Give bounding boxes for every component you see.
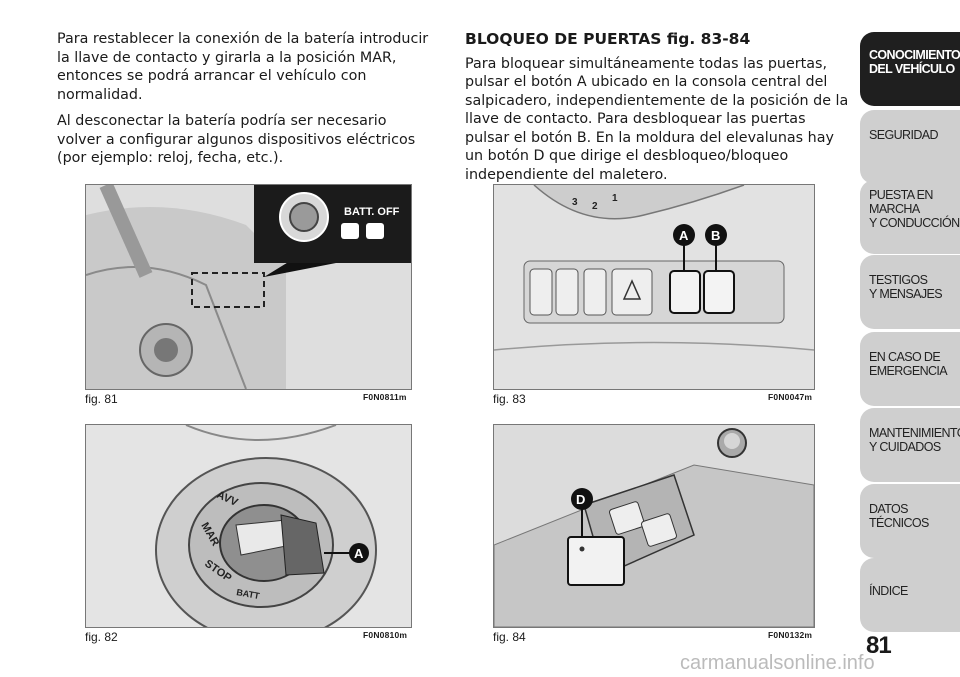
door-lock-heading: BLOQUEO DE PUERTAS fig. 83-84	[465, 30, 751, 48]
figure-81-image: BATT. OFF	[85, 184, 412, 390]
figure-84-code: F0N0132m	[768, 630, 813, 640]
right-text-column: BLOQUEO DE PUERTAS fig. 83-84 Para bloqu…	[465, 30, 850, 192]
figure-84-callout-d: D	[576, 492, 585, 507]
battery-disconnect-paragraph: Al desconectar la batería podría ser nec…	[57, 113, 416, 166]
tab-conocimiento-del-vehiculo[interactable]: CONOCIMIENTO DEL VEHÍCULO	[860, 32, 960, 106]
tab-seguridad[interactable]: SEGURIDAD	[860, 110, 960, 184]
page-number: 81	[866, 632, 892, 659]
figure-83-callout-a: A	[679, 228, 689, 243]
figure-82-code: F0N0810m	[363, 630, 408, 640]
door-lock-paragraph: Para bloquear simultáneamente todas las …	[465, 55, 849, 183]
tab-mantenimiento-y-cuidados[interactable]: MANTENIMIENTO Y CUIDADOS	[860, 408, 960, 482]
figure-81-code: F0N0811m	[363, 392, 407, 402]
dial-number-2: 2	[592, 201, 598, 212]
tab-puesta-en-marcha[interactable]: PUESTA EN MARCHA Y CONDUCCIÓN	[860, 180, 960, 254]
figure-83-image: 3 2 1 A B	[493, 184, 815, 390]
figure-83-code: F0N0047m	[768, 392, 813, 402]
batt-off-label: BATT. OFF	[344, 206, 400, 218]
figure-82-callout-a: A	[354, 546, 364, 561]
figure-83-caption: fig. 83	[493, 392, 526, 406]
figure-81-caption: fig. 81	[85, 392, 118, 406]
tab-en-caso-de-emergencia[interactable]: EN CASO DE EMERGENCIA	[860, 332, 960, 406]
figure-84-image: D	[493, 424, 815, 628]
watermark-footer: carmanualsonline.info	[680, 652, 875, 674]
left-text-column: Para restablecer la conexión de la bater…	[57, 30, 435, 176]
figure-82-image: A AVV MAR STOP BATT	[85, 424, 412, 628]
figure-84-caption: fig. 84	[493, 630, 526, 644]
dial-number-3: 3	[572, 197, 578, 208]
dial-number-1: 1	[612, 193, 618, 204]
figure-82-caption: fig. 82	[85, 630, 118, 644]
tab-testigos-y-mensajes[interactable]: TESTIGOS Y MENSAJES	[860, 255, 960, 329]
key-label-batt: BATT	[236, 587, 261, 601]
tab-indice[interactable]: ÍNDICE	[860, 558, 960, 632]
tab-datos-tecnicos[interactable]: DATOS TÉCNICOS	[860, 484, 960, 558]
figure-83-callout-b: B	[711, 228, 720, 243]
battery-reconnect-paragraph: Para restablecer la conexión de la bater…	[57, 31, 429, 103]
